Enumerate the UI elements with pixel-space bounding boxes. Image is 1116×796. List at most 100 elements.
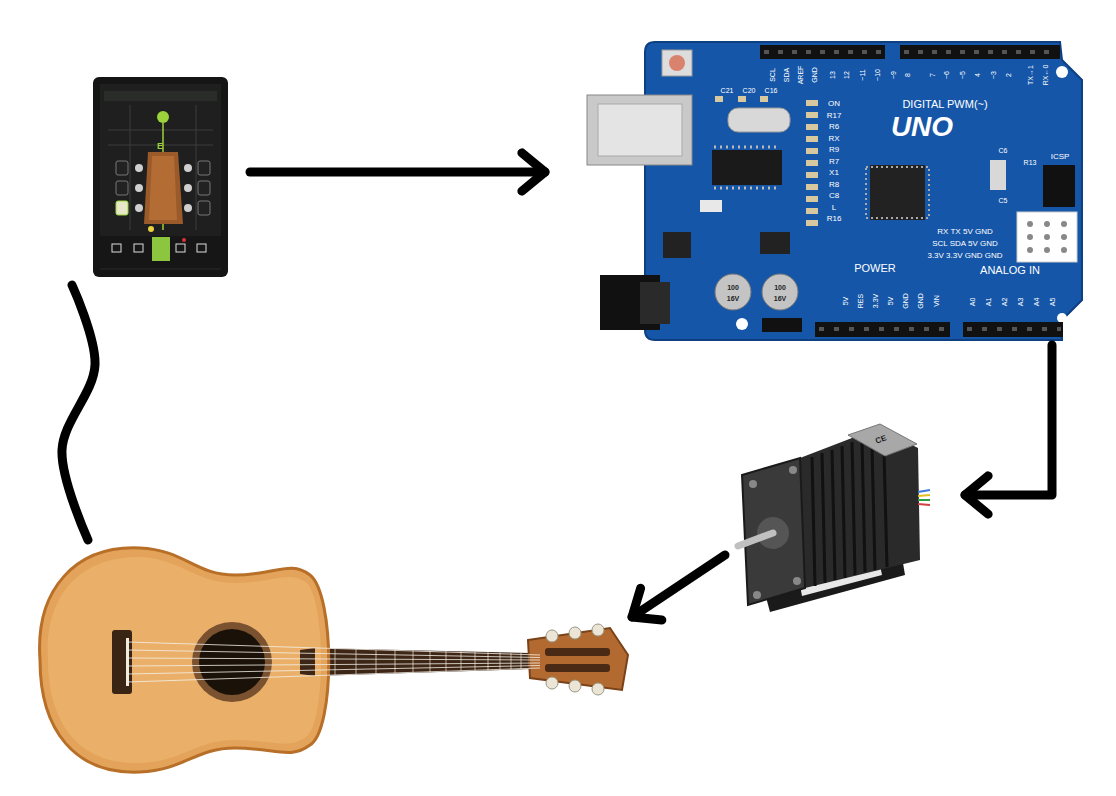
ce-mark: CE	[874, 434, 887, 445]
connector	[62, 285, 95, 540]
pin-label: VIN	[933, 295, 940, 307]
pin-label: 8	[904, 73, 911, 77]
component-label: C16	[765, 87, 778, 94]
classical-guitar-part	[376, 650, 377, 674]
stepper-motor-part	[832, 450, 835, 580]
classical-guitar-part	[112, 630, 132, 694]
component-label: R6	[829, 123, 839, 131]
arduino-uno-board-part	[1043, 165, 1075, 207]
connector-line	[965, 345, 1052, 495]
arduino-uno-board-part	[963, 322, 1063, 337]
stepper-motor-part	[918, 490, 930, 492]
tuner-tablet-part	[144, 152, 183, 224]
classical-guitar-part	[545, 664, 610, 672]
classical-guitar-part	[569, 680, 581, 692]
arduino-uno-board-part	[806, 184, 818, 190]
header-label: ICSP	[1051, 153, 1070, 161]
capacitor-value: 100	[774, 284, 786, 291]
arduino-uno-board-part	[1061, 221, 1067, 227]
pin-label: TX→1	[1027, 65, 1034, 85]
pin-label: RES	[857, 294, 864, 308]
classical-guitar-part	[511, 653, 512, 670]
arduino-uno-board-part	[663, 232, 691, 258]
pin-label: 2	[1005, 73, 1012, 77]
pin-label: RX TX 5V GND	[937, 228, 992, 236]
tuner-tablet-part	[93, 77, 228, 277]
stepper-motor	[738, 424, 930, 612]
pin-label: SCL SDA 5V GND	[932, 240, 998, 248]
pin-label: A1	[985, 298, 992, 307]
arduino-uno-board-part	[1044, 247, 1050, 253]
component-label: C8	[829, 192, 839, 200]
classical-guitar-part	[48, 557, 321, 763]
capacitor-value: 100	[727, 284, 739, 291]
arduino-uno-board-part	[587, 95, 692, 165]
classical-guitar-part	[413, 650, 414, 673]
stepper-motor-part	[842, 446, 845, 578]
classical-guitar-part	[335, 649, 336, 675]
classical-guitar-part	[592, 624, 604, 636]
tuner-tablet-part	[135, 204, 143, 212]
stepper-motor-part	[848, 424, 917, 456]
pin-label: ~6	[943, 71, 950, 79]
classical-guitar-part	[461, 651, 462, 672]
pin-label: ~3	[990, 71, 997, 79]
arduino-uno-board-part	[806, 100, 818, 106]
arduino-uno-board-part	[990, 160, 1006, 190]
component-label: R13	[1024, 159, 1037, 166]
stepper-motor: CE	[725, 420, 965, 615]
tuner-tablet-part	[100, 236, 221, 268]
tuner-tablet-part	[197, 244, 206, 252]
arduino-uno-board-part	[1057, 313, 1067, 323]
pin-label: A5	[1049, 298, 1056, 307]
arduino-uno-board-part	[806, 124, 818, 130]
component-label: R8	[829, 181, 839, 189]
pin-label: ~11	[859, 69, 866, 80]
connector	[632, 555, 725, 620]
classical-guitar-part	[126, 638, 129, 686]
arduino-uno-board-part	[815, 322, 950, 337]
classical-guitar-part	[488, 652, 489, 671]
classical-guitar-part	[592, 683, 604, 695]
arduino-uno-board-part	[738, 96, 746, 102]
stepper-motor-part	[738, 533, 773, 546]
arrowhead	[632, 588, 662, 620]
capacitor-value: 16V	[727, 295, 739, 302]
classical-guitar-part	[446, 651, 447, 672]
pin-label: 5V	[887, 297, 894, 306]
tuner-tablet-part	[184, 204, 192, 212]
arduino-uno-board	[587, 42, 1082, 340]
pin-label: 5V	[842, 297, 849, 306]
connector-line	[250, 168, 545, 177]
arduino-uno-board-part	[1044, 234, 1050, 240]
capacitor-value: 16V	[774, 295, 786, 302]
arduino-uno-board-part	[806, 112, 818, 118]
pin-label: SDA	[783, 68, 790, 82]
stepper-motor-part	[918, 504, 930, 505]
classical-guitar-part	[545, 648, 610, 656]
arduino-uno-board-part	[662, 50, 692, 76]
arduino-uno-board-part	[1027, 234, 1033, 240]
arduino-uno-board-part	[714, 187, 780, 190]
classical-guitar-part	[128, 642, 540, 655]
tuner-tablet-part	[198, 181, 210, 195]
pin-label: 13	[829, 71, 836, 79]
tuner-tablet-part	[116, 201, 128, 215]
classical-guitar-part	[521, 653, 522, 670]
tuner-tablet-part	[116, 181, 128, 195]
stepper-motor-part	[872, 446, 875, 570]
arduino-uno-board-part	[760, 96, 768, 102]
header-label: DIGITAL PWM(~)	[902, 99, 987, 110]
classical-guitar-part	[500, 652, 501, 670]
tuner-app-tablet: E	[60, 70, 250, 285]
tuner-tablet-part	[196, 105, 197, 230]
classical-guitar-part	[128, 668, 540, 682]
stepper-motor-part	[812, 457, 815, 586]
classical-guitar-part	[475, 652, 476, 671]
tuner-tablet-part	[135, 164, 143, 172]
arduino-uno-board-part	[715, 274, 751, 310]
arduino-uno-board-part	[806, 148, 818, 154]
pin-label: 4	[974, 73, 981, 77]
arduino-uno-board-part	[760, 232, 790, 254]
arduino-uno-board-part	[866, 167, 929, 218]
